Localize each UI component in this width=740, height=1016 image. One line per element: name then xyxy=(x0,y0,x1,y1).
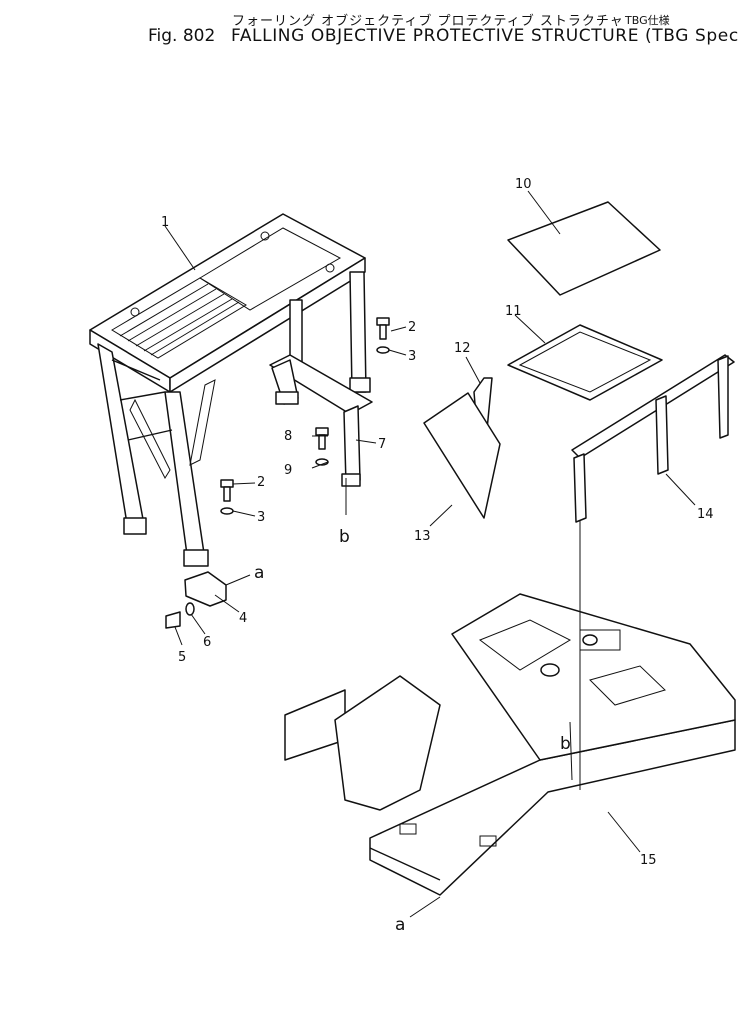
callout-8: 8 xyxy=(284,429,292,444)
callout-14: 14 xyxy=(697,507,714,522)
revolving-frame-15 xyxy=(284,593,736,896)
callout-2-lower: 2 xyxy=(257,475,265,490)
frame-part-14 xyxy=(571,354,735,523)
callout-15: 15 xyxy=(640,853,657,868)
top-plate-10 xyxy=(507,201,661,296)
callout-4: 4 xyxy=(239,611,247,626)
figure-title: FALLING OBJECTIVE PROTECTIVE STRUCTURE (… xyxy=(231,26,740,46)
callout-12: 12 xyxy=(454,341,471,356)
frame-part-11 xyxy=(507,324,663,401)
figure-number: Fig. 802 xyxy=(148,26,216,46)
ref-a-top: a xyxy=(254,563,264,583)
callout-labels: 1 2 3 2 3 4 5 6 7 8 9 10 11 12 13 14 15 … xyxy=(161,177,714,935)
callout-13: 13 xyxy=(414,529,431,544)
header: フォーリング オブジェクティブ プロテクティブ ストラクチャ TBG仕様 Fig… xyxy=(0,0,740,52)
callout-1: 1 xyxy=(161,215,169,230)
callout-5: 5 xyxy=(178,650,186,665)
japanese-title: フォーリング オブジェクティブ プロテクティブ ストラクチャ xyxy=(232,14,624,29)
leader-lines xyxy=(164,190,696,918)
callout-11: 11 xyxy=(505,304,522,319)
callout-7: 7 xyxy=(378,437,386,452)
ref-b-right: b xyxy=(560,734,571,754)
mount-bracket-4 xyxy=(165,571,227,629)
ref-b-left: b xyxy=(339,527,350,547)
callout-10: 10 xyxy=(515,177,532,192)
callout-9: 9 xyxy=(284,463,292,478)
ref-a-bottom: a xyxy=(395,915,405,935)
bolt-8 xyxy=(315,427,329,466)
bolt-2-lower xyxy=(220,479,234,515)
callout-3-upper: 3 xyxy=(408,349,416,364)
japanese-spec-label: TBG仕様 xyxy=(625,14,670,27)
bolt-2-upper xyxy=(376,317,390,354)
fops-frame xyxy=(89,213,371,567)
callout-6: 6 xyxy=(203,635,211,650)
callout-2-upper: 2 xyxy=(408,320,416,335)
side-panel-13 xyxy=(423,392,501,519)
callout-3-lower: 3 xyxy=(257,510,265,525)
